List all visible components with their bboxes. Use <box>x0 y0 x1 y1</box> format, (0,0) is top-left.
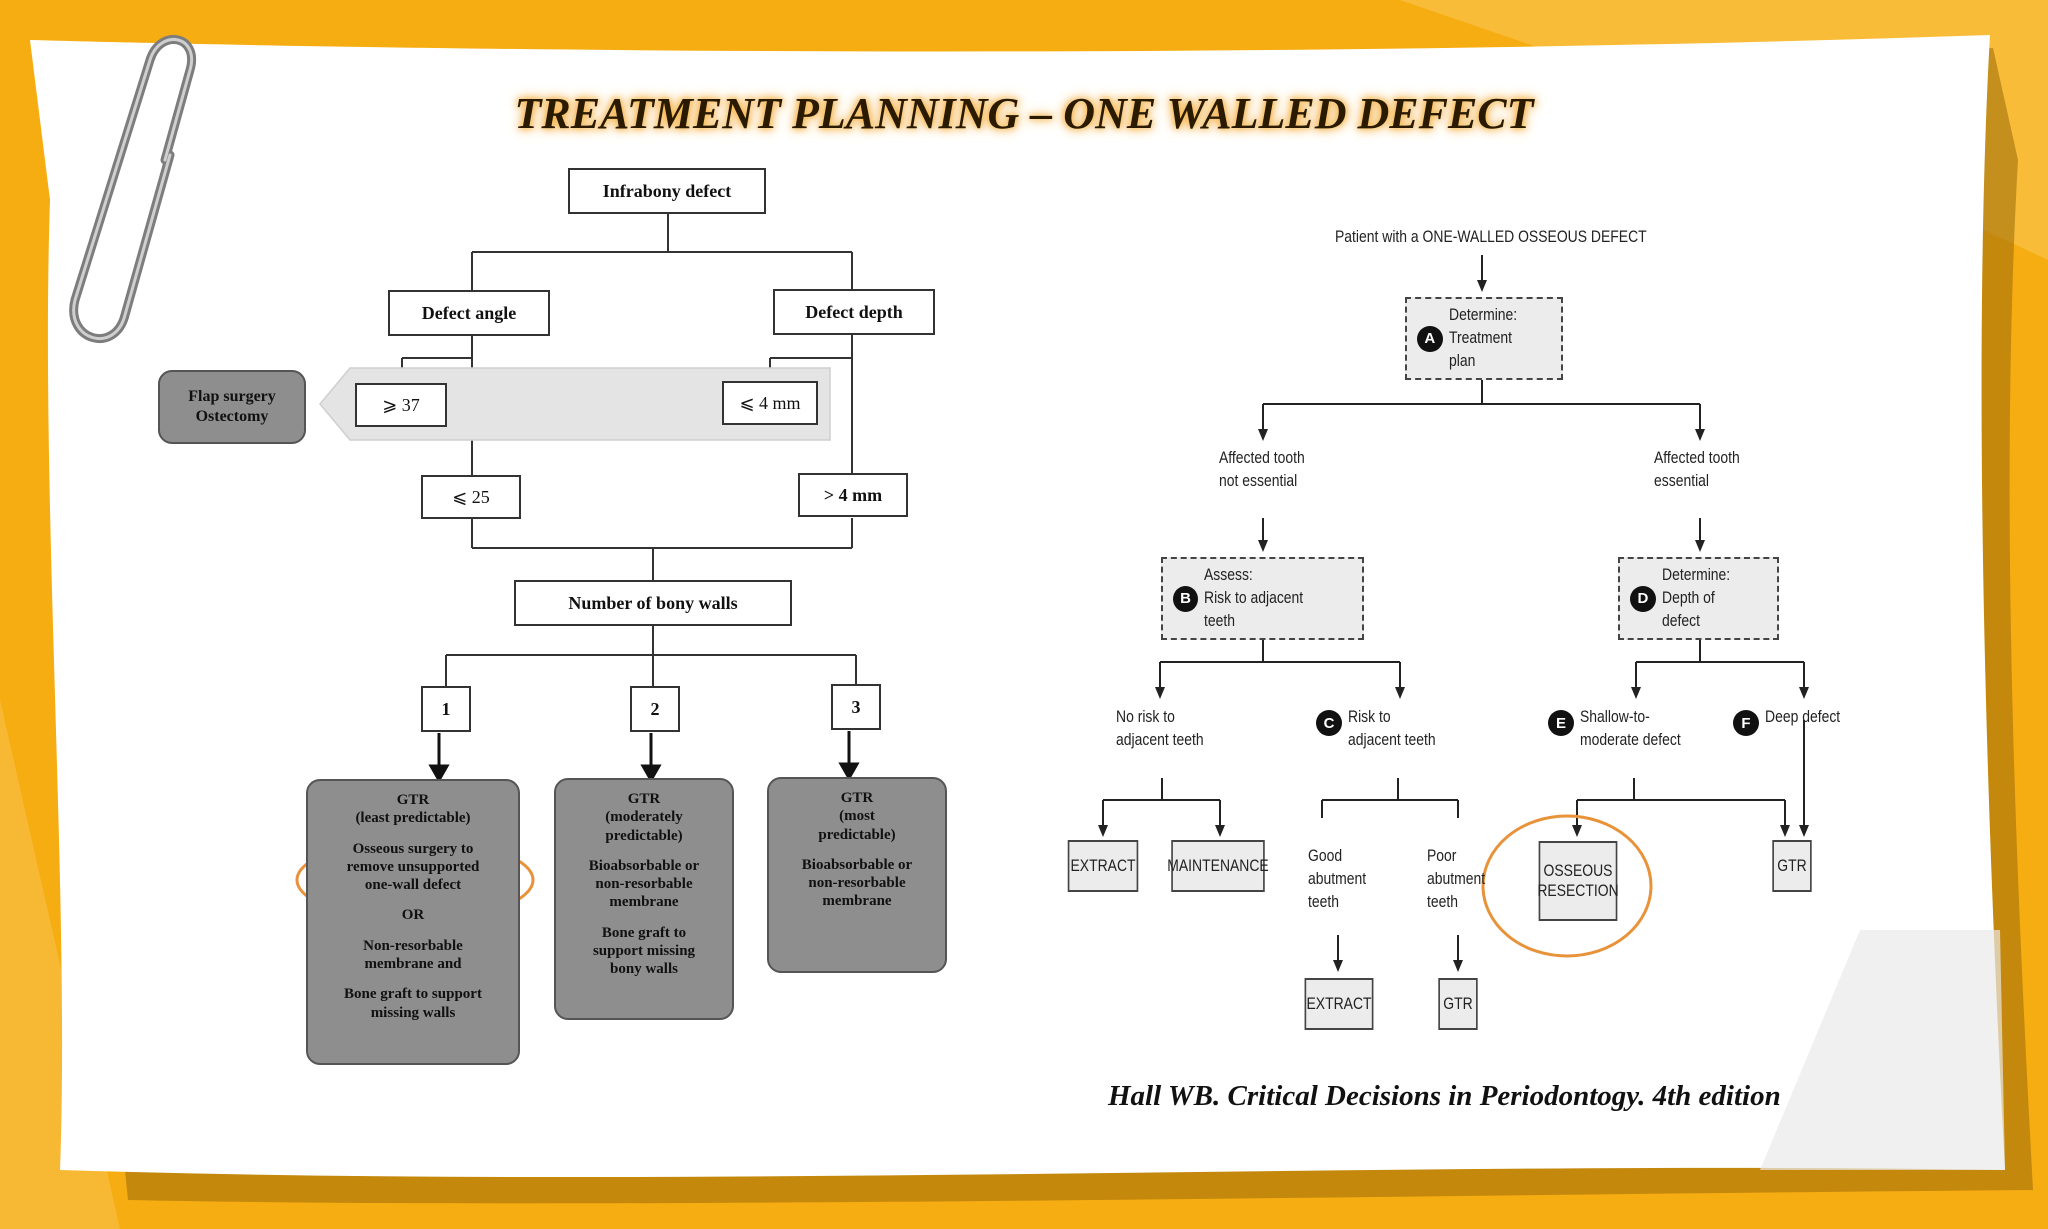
maintenance-box: MAINTENANCE <box>1167 840 1269 892</box>
number-of-bony-walls-box: Number of bony walls <box>514 580 792 626</box>
defect-angle-box: Defect angle <box>388 290 550 336</box>
infrabony-defect-box: Infrabony defect <box>568 168 766 214</box>
determine-depth-box: D Determine: Depth of defect <box>1618 557 1779 640</box>
gtr-most-predictable-box: GTR (most predictable) Bioabsorbable or … <box>767 777 947 973</box>
deep-defect-group: F Deep defect <box>1733 706 1857 736</box>
bioabsorbable-text-3: Bioabsorbable or non-resorbable membrane <box>801 856 913 910</box>
risk-to-adjacent-group: C Risk to adjacent teeth <box>1316 706 1455 752</box>
no-risk-text: No risk to adjacent teeth <box>1116 707 1204 749</box>
highlight-circle-osseous-resection <box>1481 814 1653 958</box>
assess-risk-box: B Assess: Risk to adjacent teeth <box>1161 557 1364 640</box>
gtr-least-predictable-box: GTR (least predictable) Osseous surgery … <box>306 779 520 1065</box>
left-connectors <box>401 214 857 686</box>
extract-box-1: EXTRACT <box>1067 840 1139 892</box>
angle-le-25-box: ⩽ 25 <box>421 475 521 519</box>
right-arrowheads <box>1098 280 1809 972</box>
gtr-box-right: GTR <box>1772 840 1812 892</box>
badge-f: F <box>1733 710 1759 736</box>
assess-risk-text: Assess: Risk to adjacent teeth <box>1204 565 1304 630</box>
gtr-most-label: GTR (most predictable) <box>818 790 896 843</box>
gtr-least-label: GTR (least predictable) <box>355 792 471 827</box>
flap-arrow-band <box>319 367 831 441</box>
deep-defect-text: Deep defect <box>1765 707 1841 726</box>
citation: Hall WB. Critical Decisions in Periodont… <box>1108 1080 1781 1112</box>
bone-graft-walls-text: Bone graft to support missing walls <box>344 986 482 1021</box>
angle-ge-37-box: ⩾ 37 <box>355 383 447 427</box>
defect-depth-box: Defect depth <box>773 289 935 335</box>
depth-gt-4mm-box: > 4 mm <box>798 473 908 517</box>
paper-clip-highlight <box>72 38 194 341</box>
shallow-defect-group: E Shallow-to- moderate defect <box>1548 706 1703 752</box>
good-abutment-text: Good abutment teeth <box>1308 846 1367 911</box>
badge-c: C <box>1316 710 1342 736</box>
determine-treatment-plan-box: A Determine: Treatment plan <box>1405 297 1563 380</box>
determine-treatment-text: Determine: Treatment plan <box>1448 305 1517 370</box>
bone-graft-bony-walls-text: Bone graft to support missing bony walls <box>592 924 696 978</box>
osseous-surgery-text: Osseous surgery to remove unsupported on… <box>346 840 480 894</box>
shallow-defect-text: Shallow-to- moderate defect <box>1580 707 1681 749</box>
poor-abutment-text: Poor abutment teeth <box>1427 846 1486 911</box>
left-arrows <box>428 731 860 784</box>
page-title: TREATMENT PLANNING – ONE WALLED DEFECT <box>514 89 1534 138</box>
or-text: OR <box>401 907 425 924</box>
determine-depth-text: Determine: Depth of defect <box>1661 565 1731 630</box>
depth-le-4mm-box: ⩽ 4 mm <box>722 381 818 425</box>
badge-a: A <box>1417 325 1443 352</box>
walls-1-box: 1 <box>421 686 471 732</box>
affected-tooth-essential-text: Affected tooth essential <box>1654 448 1740 490</box>
badge-b: B <box>1173 585 1199 612</box>
extract-box-2: EXTRACT <box>1304 978 1374 1030</box>
gtr-box-poor: GTR <box>1438 978 1478 1030</box>
badge-e: E <box>1548 710 1574 736</box>
risk-to-adjacent-text: Risk to adjacent teeth <box>1348 707 1436 749</box>
walls-2-box: 2 <box>630 686 680 732</box>
gtr-moderately-predictable-box: GTR (moderately predictable) Bioabsorbab… <box>554 778 734 1020</box>
walls-3-box: 3 <box>831 684 881 730</box>
bioabsorbable-text-2: Bioabsorbable or non-resorbable membrane <box>588 857 700 911</box>
gtr-moderate-label: GTR (moderately predictable) <box>605 791 683 844</box>
flap-surgery-box: Flap surgery Ostectomy <box>158 370 306 444</box>
patient-one-walled-text: Patient with a ONE-WALLED OSSEOUS DEFECT <box>1335 227 1647 246</box>
affected-tooth-not-essential-text: Affected tooth not essential <box>1219 448 1305 490</box>
osseous-resection-box: OSSEOUS RESECTION <box>1537 841 1619 921</box>
non-resorbable-text: Non-resorbable membrane and <box>363 937 463 973</box>
badge-d: D <box>1630 585 1656 612</box>
